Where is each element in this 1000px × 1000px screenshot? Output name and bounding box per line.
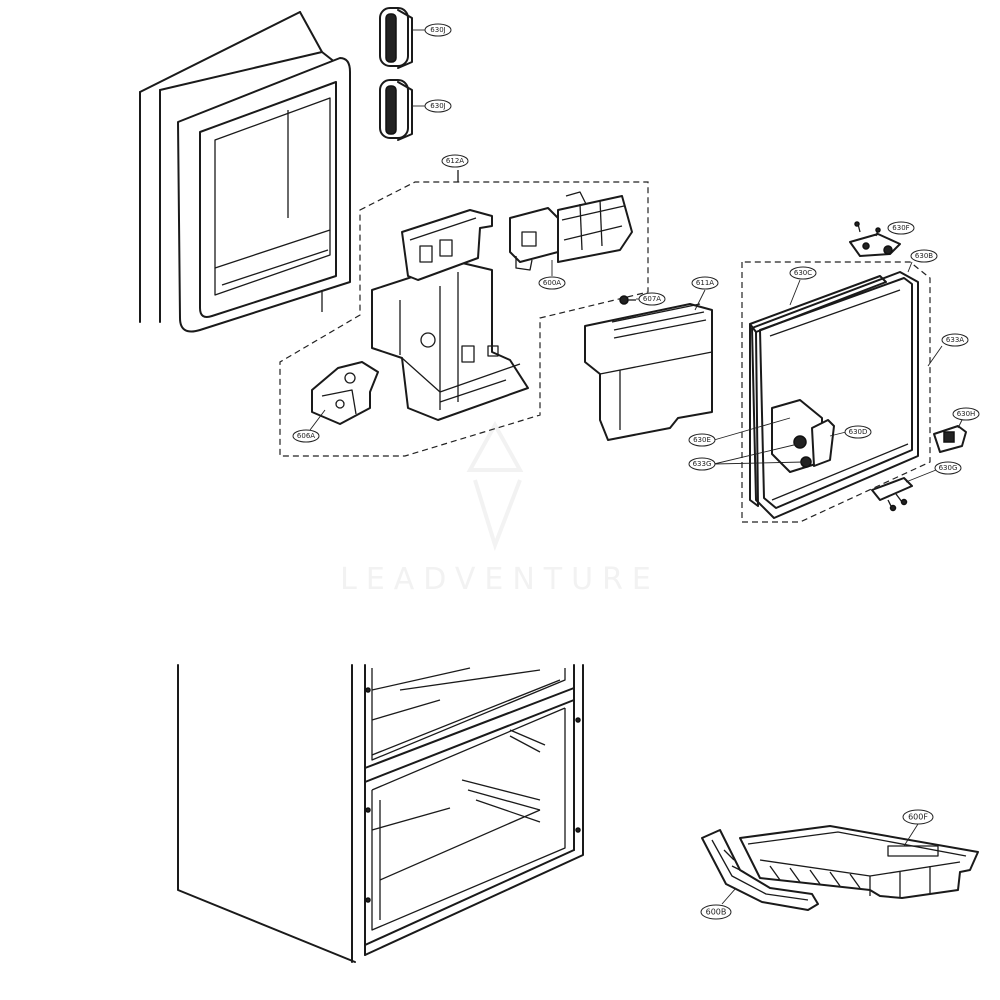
callout-611a: 611A (691, 276, 719, 311)
svg-text:606A: 606A (297, 432, 315, 440)
callout-633g: 633G (688, 443, 805, 471)
gasket-630c (749, 275, 887, 507)
callout-630j-bottom: 630J (412, 99, 452, 113)
svg-text:611A: 611A (696, 279, 714, 287)
callout-630j-top: 630J (412, 23, 452, 37)
svg-text:630E: 630E (693, 436, 711, 444)
screw-607a (619, 295, 636, 305)
clip-630j-bottom (379, 79, 413, 141)
svg-text:630G: 630G (939, 464, 958, 472)
assembly-612a-boundary (279, 181, 649, 457)
callout-630e: 630E (688, 417, 791, 447)
part-630h (933, 425, 967, 453)
hinge-630f (849, 221, 901, 257)
bracket-606a (311, 361, 379, 425)
ice-tray-assembly (701, 825, 979, 911)
callout-600a: 600A (538, 260, 566, 290)
watermark-logo (466, 420, 524, 552)
callout-630d: 630D (829, 425, 872, 439)
callout-630h: 630H (952, 407, 980, 429)
callout-600b: 600B (700, 887, 737, 920)
callout-630b: 630B (907, 249, 938, 273)
clip-630j-top (379, 7, 413, 69)
callout-630c: 630C (789, 266, 817, 306)
svg-text:612A: 612A (446, 157, 464, 165)
svg-text:630J: 630J (430, 26, 445, 34)
svg-text:630C: 630C (794, 269, 812, 277)
callout-630f: 630F (887, 221, 915, 235)
callout-607a: 607A (636, 292, 666, 306)
callout-600f: 600F (902, 809, 934, 847)
callout-606a: 606A (292, 409, 326, 443)
refrigerator-cabinet (177, 664, 584, 963)
door-assembly-633a-boundary (741, 261, 931, 523)
svg-text:633A: 633A (946, 336, 964, 344)
freezer-door-outline (139, 11, 351, 333)
svg-text:630H: 630H (957, 410, 976, 418)
ice-maker-600a (509, 191, 633, 271)
hinge-assembly-630d (771, 399, 835, 473)
svg-text:630J: 630J (430, 102, 445, 110)
callout-612a: 612A (441, 154, 469, 168)
svg-text:633G: 633G (693, 460, 712, 468)
callout-633a: 633A (927, 333, 969, 367)
watermark: LEADVENTURE (340, 562, 660, 597)
svg-text:630B: 630B (915, 252, 933, 260)
svg-text:600A: 600A (543, 279, 561, 287)
callout-630g: 630G (905, 461, 962, 483)
svg-text:600F: 600F (908, 813, 928, 822)
svg-text:600B: 600B (706, 908, 727, 917)
svg-text:630F: 630F (892, 224, 909, 232)
svg-text:630D: 630D (849, 428, 868, 436)
ice-maker-housing (371, 209, 529, 421)
hinge-630g (871, 477, 913, 512)
svg-text:607A: 607A (643, 295, 661, 303)
cover-611a (584, 303, 713, 441)
